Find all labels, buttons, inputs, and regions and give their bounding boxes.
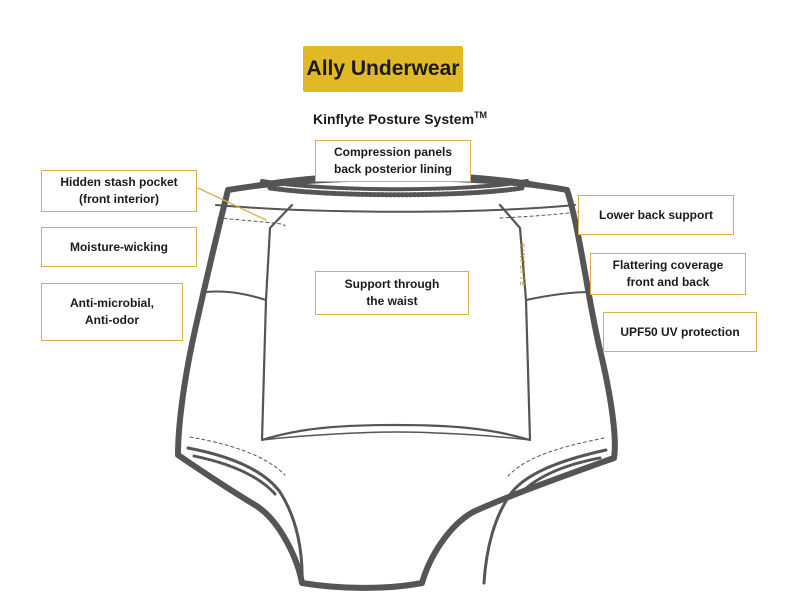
garment-outline bbox=[175, 175, 618, 591]
subtitle-text: Kinflyte Posture System bbox=[312, 111, 475, 127]
leg-opening-left bbox=[186, 446, 304, 585]
waistband-stitch-lower-right bbox=[499, 211, 579, 219]
callout-antimicrobial: Anti-microbial, Anti-odor bbox=[41, 283, 183, 341]
leg-opening-right bbox=[482, 448, 608, 585]
callout-stash-pocket: Hidden stash pocket (front interior) bbox=[41, 170, 197, 212]
page-title-text: Ally Underwear bbox=[306, 57, 460, 80]
side-seam-right bbox=[525, 291, 591, 301]
leg-stitch-right bbox=[507, 437, 605, 477]
waistband-stitch-lower bbox=[217, 217, 286, 227]
callout-waist-support: Support through the waist bbox=[315, 271, 469, 315]
leg-stitch-left-2 bbox=[192, 454, 277, 496]
leg-stitch-right-2 bbox=[518, 456, 602, 496]
callout-moisture-wicking: Moisture-wicking bbox=[41, 227, 197, 267]
waistband-stitch bbox=[267, 185, 525, 198]
waistband-bottom bbox=[215, 204, 576, 213]
page-subtitle: Kinflyte Posture SystemTM bbox=[280, 110, 520, 127]
leg-stitch-left bbox=[189, 436, 286, 476]
trademark-mark: TM bbox=[474, 110, 488, 120]
callout-coverage: Flattering coverage front and back bbox=[590, 253, 746, 295]
brand-label: KINFLYTE bbox=[518, 242, 526, 288]
front-panel bbox=[260, 203, 532, 442]
leader-stash bbox=[197, 187, 267, 221]
callout-compression-panels: Compression panels back posterior lining bbox=[315, 140, 471, 182]
callout-lower-back: Lower back support bbox=[578, 195, 734, 235]
page-title: Ally Underwear bbox=[303, 46, 463, 92]
gusset bbox=[261, 431, 531, 441]
waistband-inner bbox=[260, 179, 529, 192]
callout-upf: UPF50 UV protection bbox=[603, 312, 757, 352]
side-seam-left bbox=[205, 290, 267, 301]
